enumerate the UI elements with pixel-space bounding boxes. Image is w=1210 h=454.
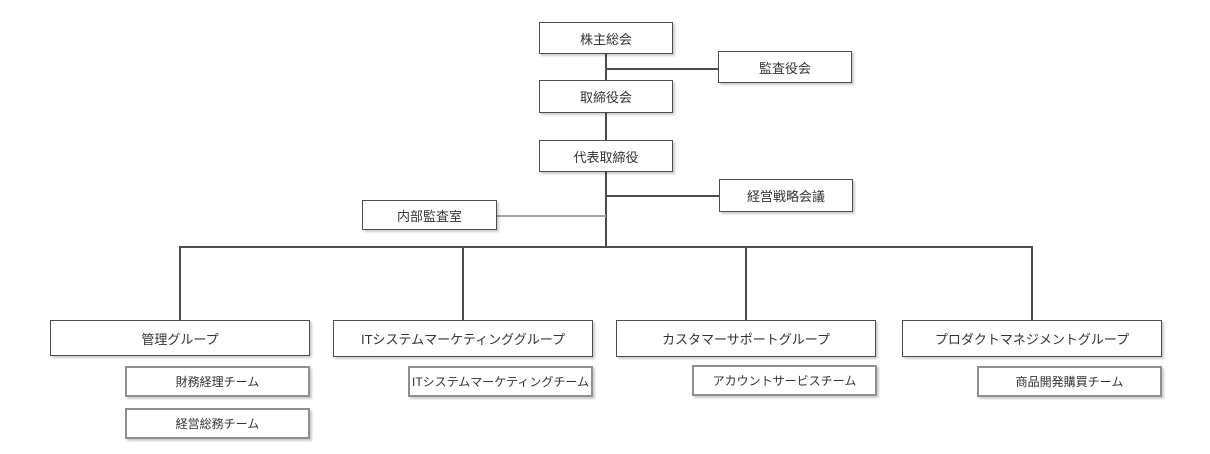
node-it-system-marketing-team[interactable]: ITシステムマーケティングチーム [408,366,593,397]
node-management-general-affairs-team[interactable]: 経営総務チーム [125,408,310,439]
connector-audit-committee [605,68,719,70]
node-customer-support-group[interactable]: カスタマーサポートグループ [616,320,876,357]
connector-internal-audit [496,215,606,217]
node-management-strategy-meeting[interactable]: 経営戦略会議 [719,179,853,212]
node-account-service-team[interactable]: アカウントサービスチーム [692,365,877,396]
node-finance-accounting-team[interactable]: 財務経理チーム [125,366,310,397]
connector-drop-admin-group [179,246,181,320]
node-admin-group[interactable]: 管理グループ [50,320,310,356]
node-representative-director[interactable]: 代表取締役 [539,140,673,172]
node-product-development-purchasing-team[interactable]: 商品開発購買チーム [977,366,1162,397]
connector-strategy-meeting [605,195,720,197]
node-it-system-marketing-group[interactable]: ITシステムマーケティンググループ [333,320,593,357]
connector-drop-it-group [462,246,464,321]
node-internal-audit-office[interactable]: 内部監査室 [362,200,497,230]
connector-distribution-bar [179,246,1032,248]
connector-drop-support-group [745,246,747,320]
node-audit-committee[interactable]: 監査役会 [718,51,852,83]
connector-drop-product-group [1031,246,1033,321]
node-board-of-directors[interactable]: 取締役会 [539,80,673,113]
node-product-management-group[interactable]: プロダクトマネジメントグループ [902,320,1162,357]
node-shareholders-meeting[interactable]: 株主総会 [539,22,673,54]
